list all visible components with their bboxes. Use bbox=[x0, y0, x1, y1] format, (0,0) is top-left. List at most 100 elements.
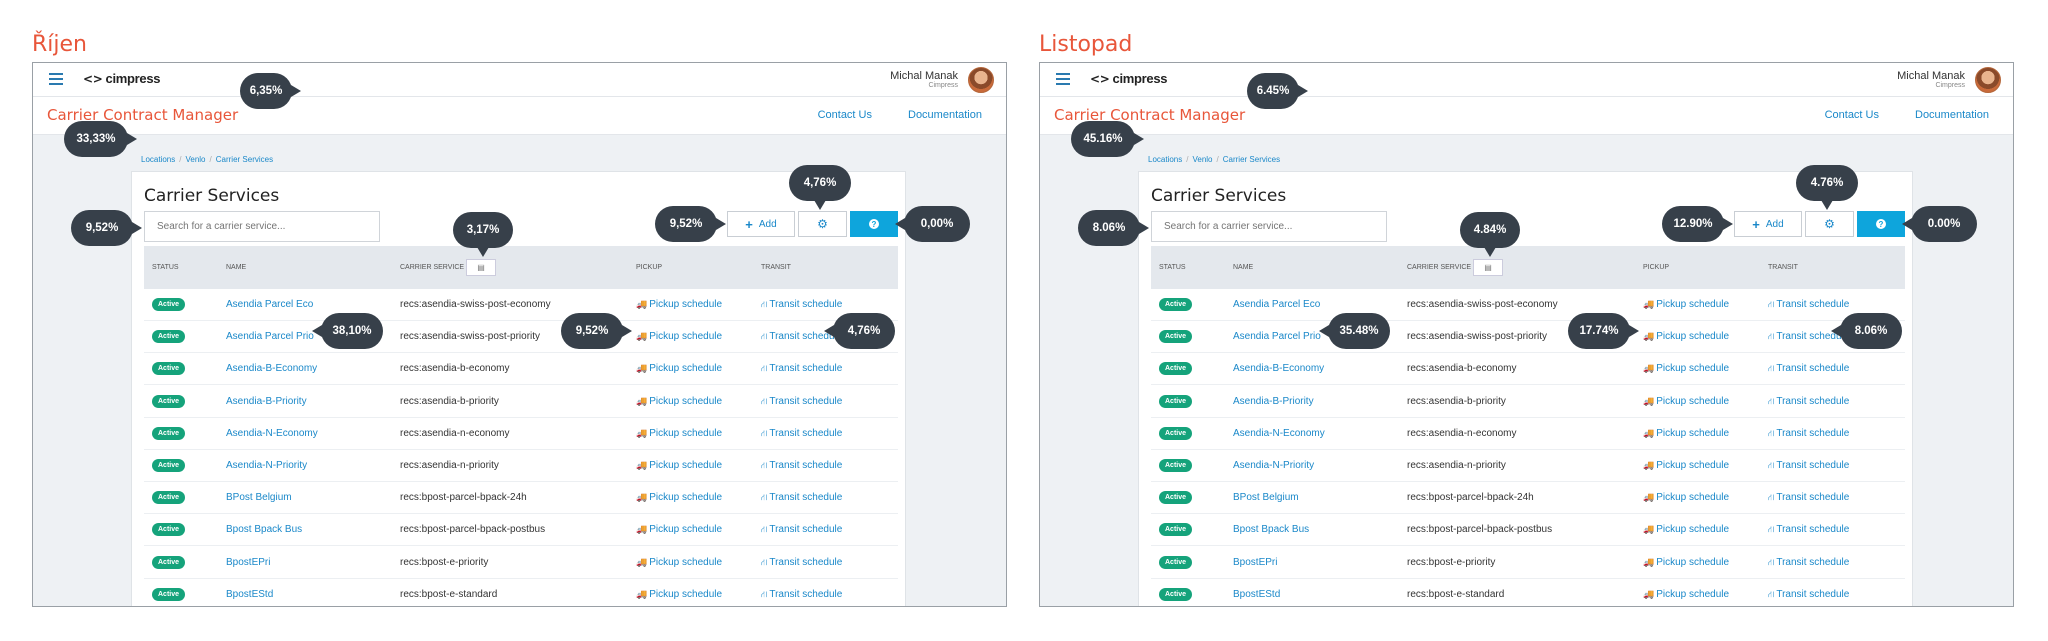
transit-schedule-link[interactable]: ⛙Transit schedule bbox=[1768, 395, 1850, 407]
app-title[interactable]: Carrier Contract Manager bbox=[47, 106, 239, 124]
column-name[interactable]: NAME bbox=[226, 264, 247, 271]
filter-button[interactable]: ▤ bbox=[466, 259, 496, 276]
service-name-link[interactable]: BpostEPri bbox=[226, 556, 271, 568]
service-name-link[interactable]: Asendia Parcel Eco bbox=[1233, 299, 1321, 310]
breadcrumb-venlo[interactable]: Venlo bbox=[1192, 155, 1213, 164]
transit-schedule-link[interactable]: ⛙Transit schedule bbox=[761, 331, 843, 343]
help-button[interactable]: ? bbox=[1857, 211, 1905, 237]
logo[interactable]: <>cimpress bbox=[1090, 71, 1168, 86]
column-name[interactable]: NAME bbox=[1233, 264, 1254, 271]
pickup-schedule-link[interactable]: 🚚Pickup schedule bbox=[636, 524, 723, 536]
breadcrumb-locations[interactable]: Locations bbox=[141, 155, 176, 164]
service-name-link[interactable]: Asendia Parcel Eco bbox=[226, 299, 314, 310]
pickup-schedule-link[interactable]: 🚚Pickup schedule bbox=[636, 588, 723, 600]
transit-schedule-link[interactable]: ⛙Transit schedule bbox=[761, 524, 843, 536]
hamburger-icon[interactable] bbox=[49, 73, 63, 85]
service-name-link[interactable]: BpostEPri bbox=[1233, 556, 1278, 568]
breadcrumb-locations[interactable]: Locations bbox=[1148, 155, 1183, 164]
transit-schedule-link[interactable]: ⛙Transit schedule bbox=[1768, 492, 1850, 504]
pickup-schedule-link[interactable]: 🚚Pickup schedule bbox=[1643, 331, 1730, 343]
service-name-link[interactable]: Asendia-N-Priority bbox=[226, 460, 308, 471]
logo[interactable]: <>cimpress bbox=[83, 71, 161, 86]
service-name-link[interactable]: Asendia-B-Economy bbox=[226, 363, 318, 375]
service-name-link[interactable]: BPost Belgium bbox=[226, 492, 292, 504]
pickup-schedule-link[interactable]: 🚚Pickup schedule bbox=[1643, 588, 1730, 600]
avatar[interactable] bbox=[968, 67, 994, 93]
transit-schedule-link[interactable]: ⛙Transit schedule bbox=[761, 460, 843, 471]
service-name-link[interactable]: Asendia-N-Economy bbox=[1233, 427, 1325, 439]
transit-schedule-link[interactable]: ⛙Transit schedule bbox=[1768, 460, 1850, 471]
transit-schedule-link[interactable]: ⛙Transit schedule bbox=[1768, 331, 1850, 343]
column-carrier-service[interactable]: CARRIER SERVICE bbox=[400, 264, 465, 271]
column-status[interactable]: STATUS bbox=[152, 264, 179, 271]
service-name-link[interactable]: Asendia-N-Priority bbox=[1233, 460, 1315, 471]
transit-schedule-link[interactable]: ⛙Transit schedule bbox=[761, 363, 843, 375]
service-name-link[interactable]: Bpost Bpack Bus bbox=[226, 524, 303, 536]
search-input[interactable] bbox=[1151, 211, 1387, 242]
settings-button[interactable]: ⚙ bbox=[1805, 211, 1854, 237]
pickup-schedule-link[interactable]: 🚚Pickup schedule bbox=[636, 427, 723, 439]
filter-button[interactable]: ▤ bbox=[1473, 259, 1503, 276]
service-name-link[interactable]: Bpost Bpack Bus bbox=[1233, 524, 1310, 536]
transit-schedule-link[interactable]: ⛙Transit schedule bbox=[1768, 588, 1850, 600]
service-name-link[interactable]: Asendia-B-Priority bbox=[226, 395, 307, 407]
column-transit[interactable]: TRANSIT bbox=[1768, 264, 1798, 271]
transit-schedule-link[interactable]: ⛙Transit schedule bbox=[1768, 556, 1850, 568]
help-button[interactable]: ? bbox=[850, 211, 898, 237]
transit-schedule-link[interactable]: ⛙Transit schedule bbox=[1768, 299, 1850, 310]
pickup-schedule-link[interactable]: 🚚Pickup schedule bbox=[1643, 492, 1730, 504]
service-name-link[interactable]: Asendia Parcel Prio bbox=[226, 331, 314, 343]
pickup-schedule-link[interactable]: 🚚Pickup schedule bbox=[636, 299, 723, 310]
service-name-link[interactable]: BpostEStd bbox=[226, 588, 274, 600]
settings-button[interactable]: ⚙ bbox=[798, 211, 847, 237]
documentation-link[interactable]: Documentation bbox=[1915, 109, 1989, 121]
pickup-schedule-link[interactable]: 🚚Pickup schedule bbox=[1643, 427, 1730, 439]
pickup-schedule-link[interactable]: 🚚Pickup schedule bbox=[636, 331, 723, 343]
service-name-link[interactable]: BpostEStd bbox=[1233, 588, 1281, 600]
breadcrumb-carrier-services[interactable]: Carrier Services bbox=[215, 155, 274, 164]
pickup-schedule-link[interactable]: 🚚Pickup schedule bbox=[636, 492, 723, 504]
service-name-link[interactable]: Asendia-N-Economy bbox=[226, 427, 318, 439]
pickup-schedule-link[interactable]: 🚚Pickup schedule bbox=[1643, 299, 1730, 310]
pickup-schedule-link[interactable]: 🚚Pickup schedule bbox=[636, 363, 723, 375]
pickup-schedule-link[interactable]: 🚚Pickup schedule bbox=[636, 556, 723, 568]
transit-schedule-link[interactable]: ⛙Transit schedule bbox=[761, 395, 843, 407]
transit-schedule-link[interactable]: ⛙Transit schedule bbox=[761, 556, 843, 568]
documentation-link[interactable]: Documentation bbox=[908, 109, 982, 121]
column-status[interactable]: STATUS bbox=[1159, 264, 1186, 271]
hamburger-icon[interactable] bbox=[1056, 73, 1070, 85]
user-info[interactable]: Michal Manak Cimpress bbox=[1897, 70, 1965, 89]
user-info[interactable]: Michal Manak Cimpress bbox=[890, 70, 958, 89]
pickup-schedule-link[interactable]: 🚚Pickup schedule bbox=[636, 395, 723, 407]
app-title[interactable]: Carrier Contract Manager bbox=[1054, 106, 1246, 124]
breadcrumb-venlo[interactable]: Venlo bbox=[185, 155, 206, 164]
service-name-link[interactable]: Asendia Parcel Prio bbox=[1233, 331, 1321, 343]
contact-us-link[interactable]: Contact Us bbox=[1824, 109, 1879, 121]
pickup-schedule-link[interactable]: 🚚Pickup schedule bbox=[1643, 524, 1730, 536]
add-button[interactable]: +Add bbox=[1734, 211, 1802, 237]
transit-schedule-link[interactable]: ⛙Transit schedule bbox=[761, 588, 843, 600]
service-name-link[interactable]: BPost Belgium bbox=[1233, 492, 1299, 504]
transit-schedule-link[interactable]: ⛙Transit schedule bbox=[1768, 524, 1850, 536]
pickup-schedule-link[interactable]: 🚚Pickup schedule bbox=[1643, 395, 1730, 407]
pickup-schedule-link[interactable]: 🚚Pickup schedule bbox=[1643, 556, 1730, 568]
avatar[interactable] bbox=[1975, 67, 2001, 93]
search-input[interactable] bbox=[144, 211, 380, 242]
service-name-link[interactable]: Asendia-B-Priority bbox=[1233, 395, 1314, 407]
pickup-schedule-link[interactable]: 🚚Pickup schedule bbox=[1643, 363, 1730, 375]
breadcrumb-carrier-services[interactable]: Carrier Services bbox=[1222, 155, 1281, 164]
column-pickup[interactable]: PICKUP bbox=[1643, 264, 1670, 271]
pickup-schedule-link[interactable]: 🚚Pickup schedule bbox=[1643, 460, 1730, 471]
transit-schedule-link[interactable]: ⛙Transit schedule bbox=[761, 427, 843, 439]
transit-schedule-link[interactable]: ⛙Transit schedule bbox=[1768, 363, 1850, 375]
column-pickup[interactable]: PICKUP bbox=[636, 264, 663, 271]
add-button[interactable]: +Add bbox=[727, 211, 795, 237]
column-transit[interactable]: TRANSIT bbox=[761, 264, 791, 271]
service-name-link[interactable]: Asendia-B-Economy bbox=[1233, 363, 1325, 375]
column-carrier-service[interactable]: CARRIER SERVICE bbox=[1407, 264, 1472, 271]
contact-us-link[interactable]: Contact Us bbox=[817, 109, 872, 121]
transit-schedule-link[interactable]: ⛙Transit schedule bbox=[761, 299, 843, 310]
transit-schedule-link[interactable]: ⛙Transit schedule bbox=[761, 492, 843, 504]
pickup-schedule-link[interactable]: 🚚Pickup schedule bbox=[636, 460, 723, 471]
transit-schedule-link[interactable]: ⛙Transit schedule bbox=[1768, 427, 1850, 439]
